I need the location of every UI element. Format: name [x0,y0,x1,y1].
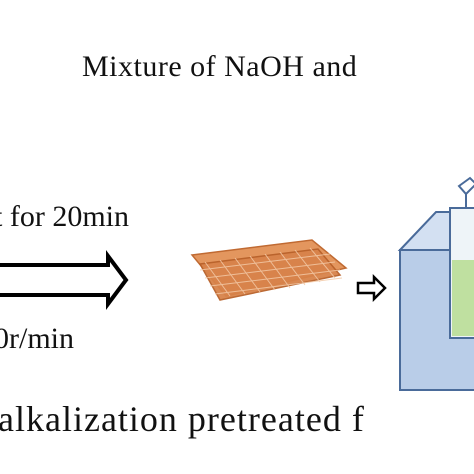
small-double-arrow-icon [356,273,387,303]
double-arrow-icon [0,250,129,310]
diagram-caption: alkalization pretreated f [0,399,365,439]
fabric-mesh-icon [190,239,348,301]
diagram-title: Mixture of NaOH and [82,50,358,83]
step-speed-label: 0r/min [0,322,74,355]
step-time-label: t for 20min [0,200,129,233]
beaker-icon [449,176,474,339]
